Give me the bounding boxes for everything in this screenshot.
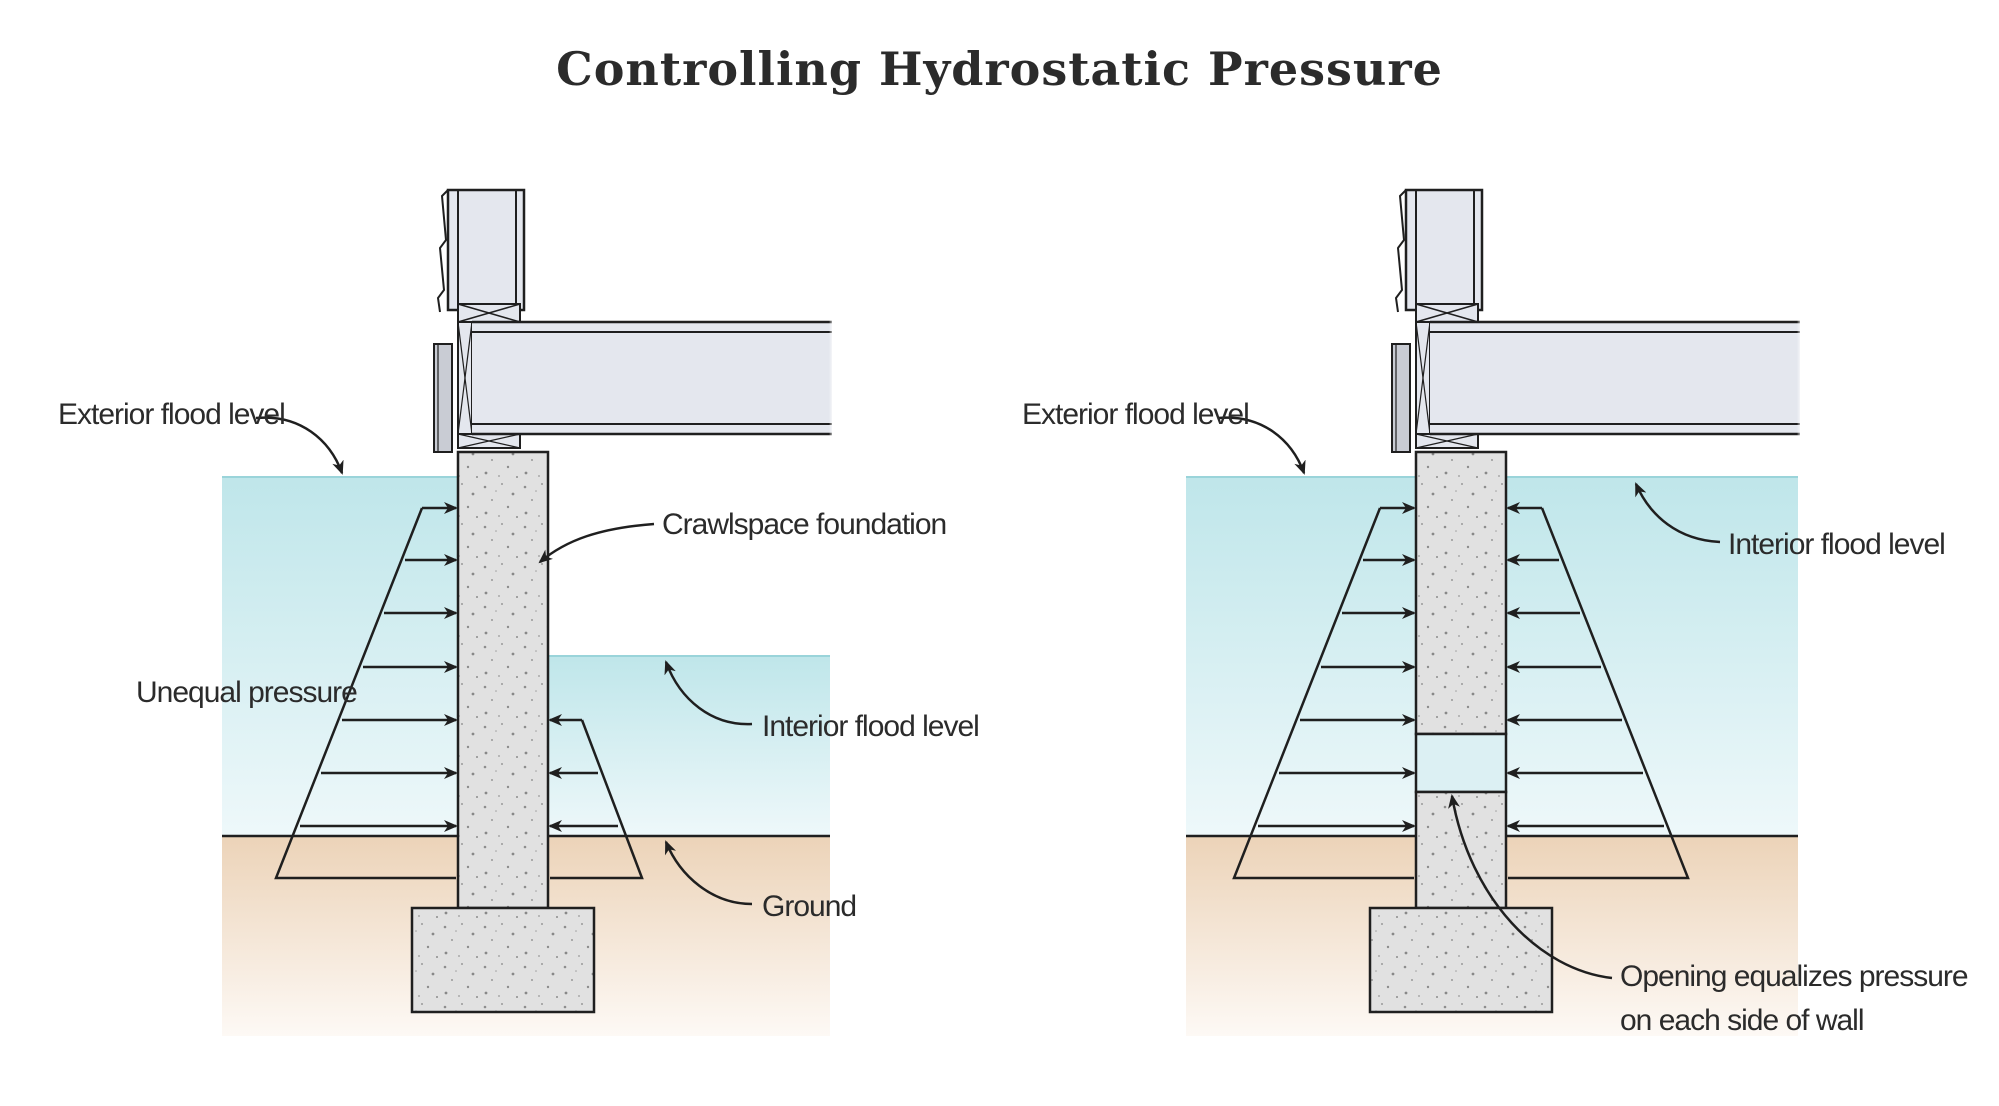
right-opening-label-line1: Opening equalizes pressure xyxy=(1620,960,1968,993)
right-interior-pressure-diagram xyxy=(1506,502,1690,880)
diagram-title: Controlling Hydrostatic Pressure xyxy=(556,42,1443,96)
left-crawlspace-label: Crawlspace foundation xyxy=(662,508,946,541)
right-flood-vent-opening xyxy=(1414,732,1508,794)
left-wall-framing xyxy=(433,188,526,453)
left-interior-flood-label: Interior flood level xyxy=(762,710,979,743)
right-footing xyxy=(1368,906,1554,1014)
left-unequal-pressure-label: Unequal pressure xyxy=(136,676,357,709)
left-exterior-flood-label: Exterior flood level xyxy=(58,398,285,431)
left-exterior-flood-leader xyxy=(255,416,344,475)
left-exterior-water xyxy=(222,477,458,836)
right-interior-flood-label: Interior flood level xyxy=(1728,528,1945,561)
left-floor-joist xyxy=(472,318,834,438)
right-interior-flood-leader xyxy=(1634,482,1721,544)
left-exterior-pressure-diagram xyxy=(274,502,458,880)
left-interior-flood-leader xyxy=(664,660,753,726)
right-exterior-flood-leader xyxy=(1217,416,1306,475)
right-panel: Exterior flood level Interior flood leve… xyxy=(1022,188,1969,1037)
left-panel: Exterior flood level Crawlspace foundati… xyxy=(58,188,980,1036)
left-foundation-wall xyxy=(456,450,550,910)
left-crawlspace-leader xyxy=(538,522,655,564)
left-ground-label: Ground xyxy=(762,890,856,923)
right-foundation-wall-upper xyxy=(1414,450,1508,736)
right-exterior-pressure-diagram xyxy=(1232,502,1416,880)
left-interior-pressure-diagram xyxy=(548,714,644,880)
right-wall-framing xyxy=(1391,188,1484,453)
left-footing xyxy=(410,906,596,1014)
right-opening-leader xyxy=(1448,794,1613,980)
right-floor-joist xyxy=(1430,318,1802,438)
left-interior-water xyxy=(548,656,830,836)
right-foundation-wall-lower xyxy=(1414,790,1508,910)
right-exterior-water xyxy=(1186,477,1416,836)
left-ground-leader xyxy=(664,840,753,906)
right-exterior-flood-label: Exterior flood level xyxy=(1022,398,1249,431)
right-opening-label-line2: on each side of wall xyxy=(1620,1004,1864,1037)
